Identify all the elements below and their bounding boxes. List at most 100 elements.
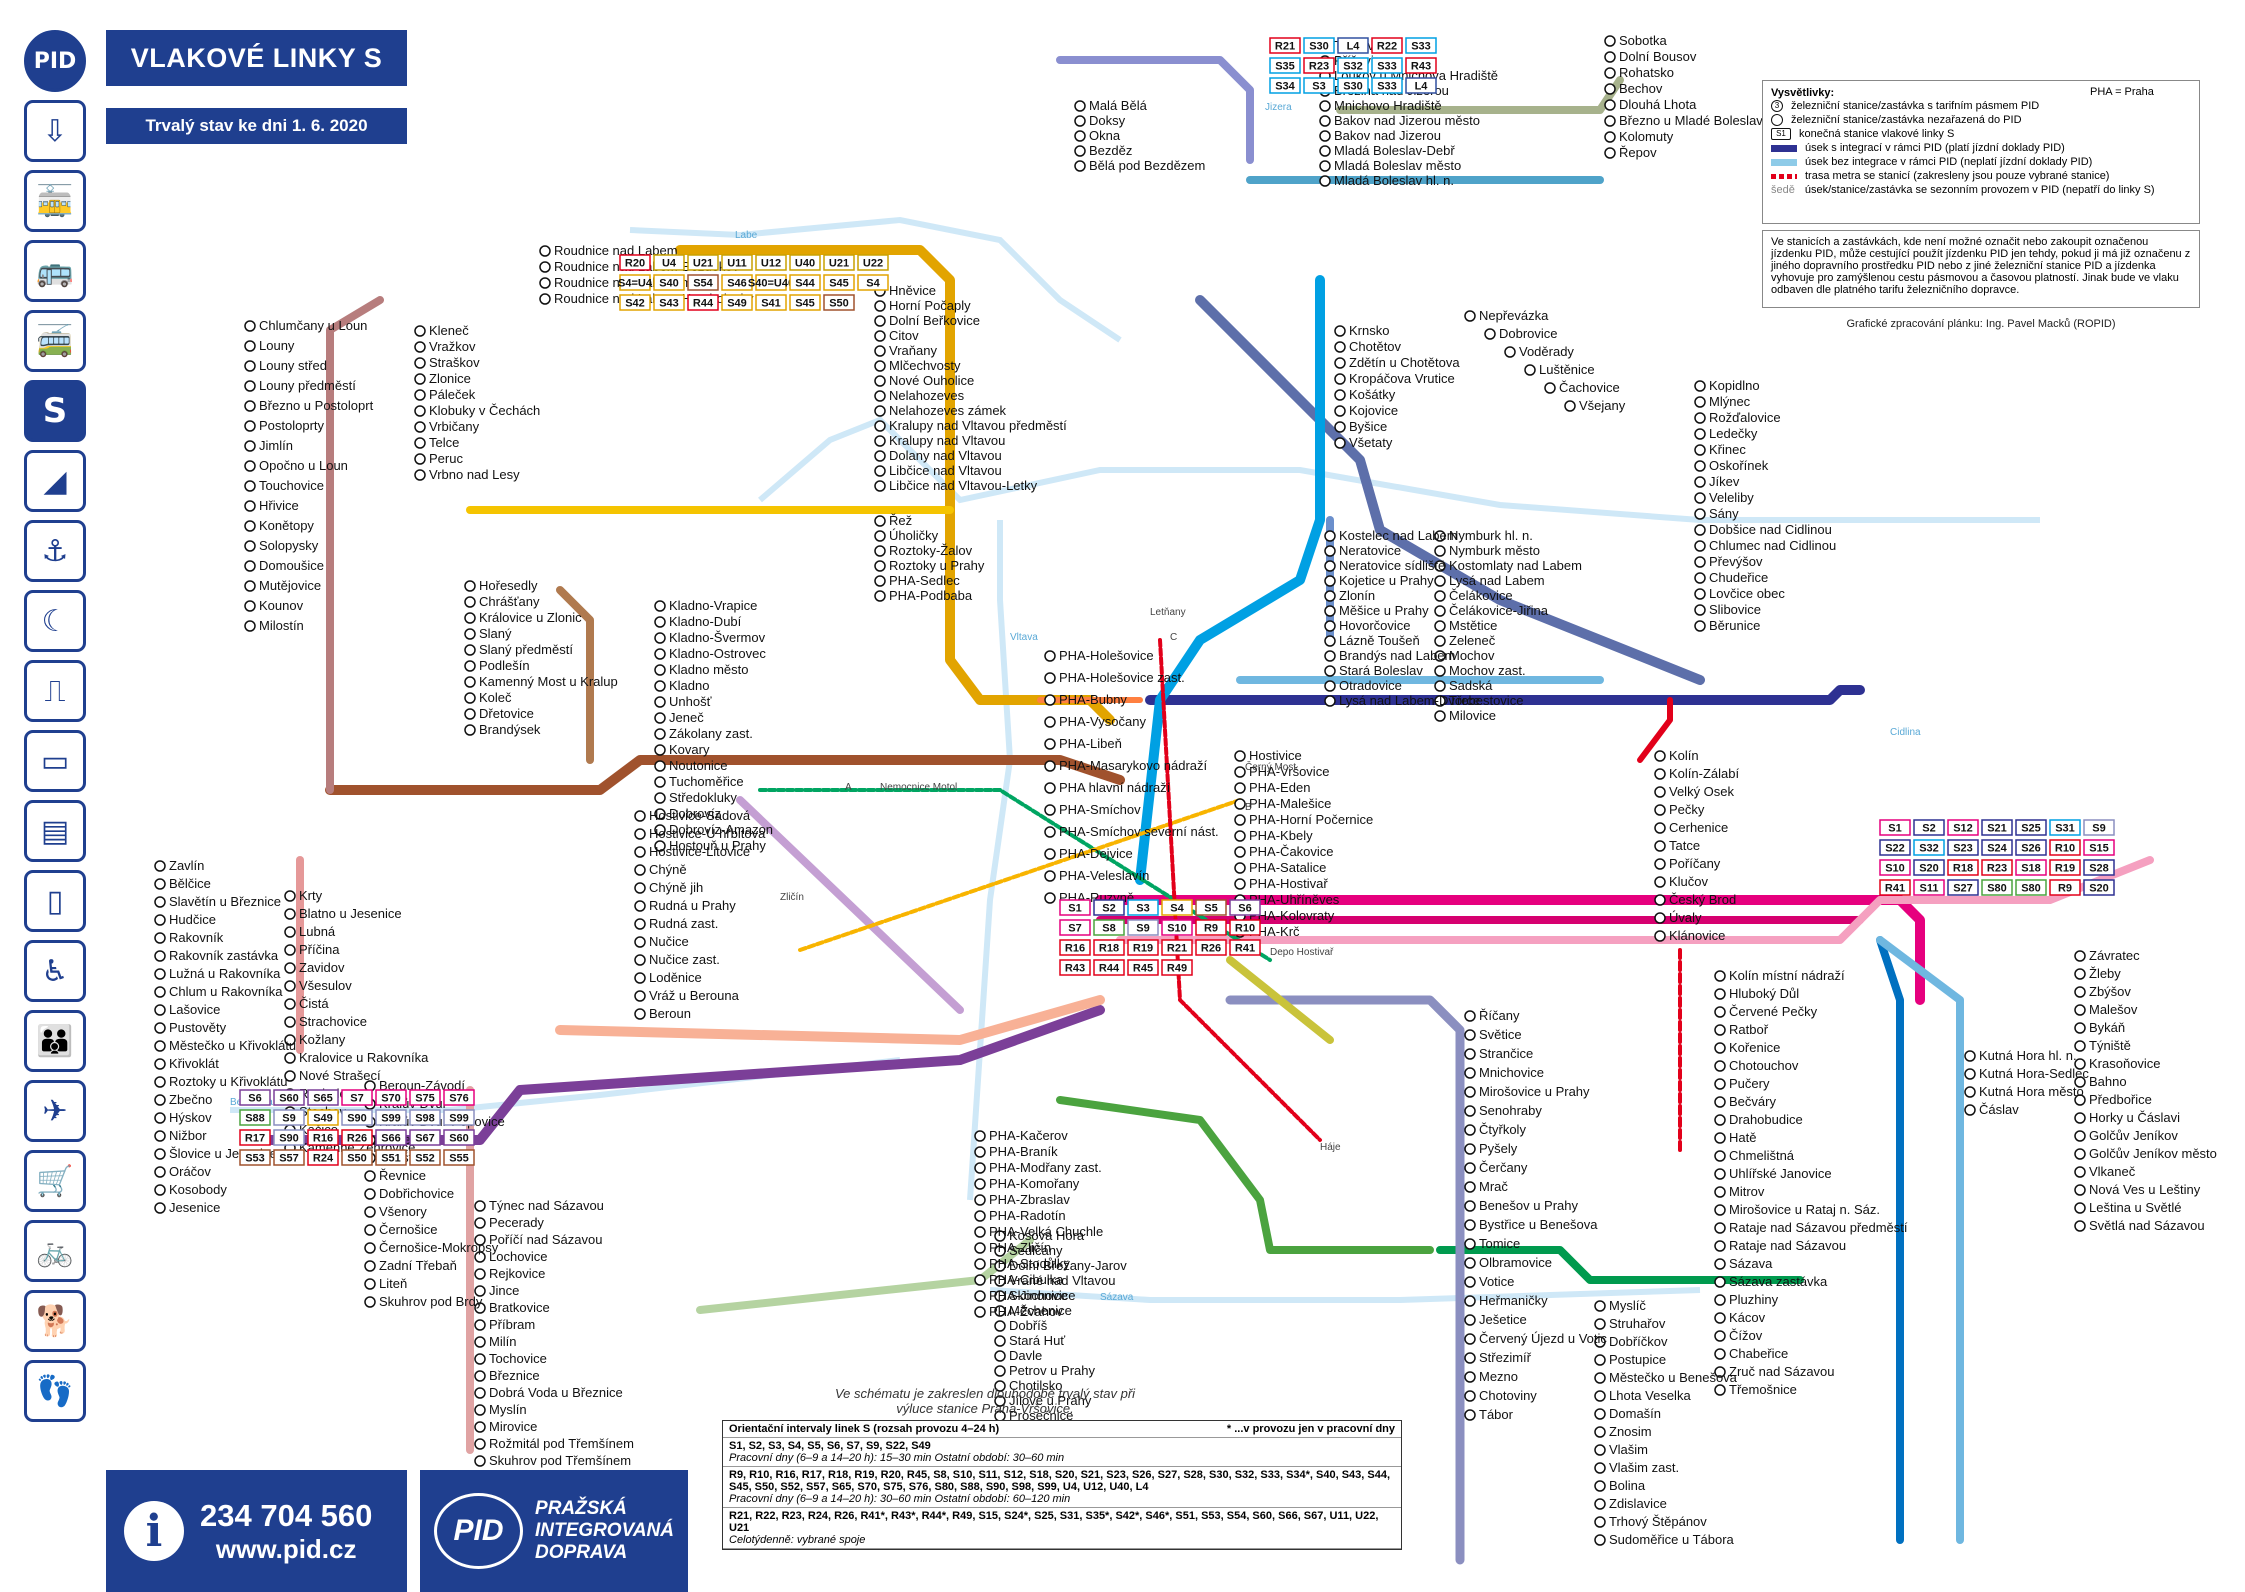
line-badge[interactable]: U40 (789, 254, 821, 271)
station-dot[interactable] (1464, 1010, 1476, 1022)
line-badge[interactable]: S10 (1161, 919, 1193, 936)
station-dot[interactable] (1594, 1498, 1606, 1510)
station-dot[interactable] (874, 420, 886, 432)
station-dot[interactable] (474, 1234, 486, 1246)
station-dot[interactable] (654, 664, 666, 676)
line-badge[interactable]: S5 (1195, 899, 1227, 916)
station-dot[interactable] (1464, 1238, 1476, 1250)
station-dot[interactable] (244, 340, 256, 352)
station-dot[interactable] (874, 515, 886, 527)
station-dot[interactable] (1324, 620, 1336, 632)
station-dot[interactable] (2074, 1058, 2086, 1070)
station-dot[interactable] (1654, 786, 1666, 798)
station-dot[interactable] (244, 460, 256, 472)
station-dot[interactable] (1964, 1086, 1976, 1098)
station-dot[interactable] (1044, 672, 1056, 684)
line-badge[interactable]: S7 (1059, 919, 1091, 936)
station-dot[interactable] (1654, 840, 1666, 852)
line-badge[interactable]: S3 (1127, 899, 1159, 916)
station-dot[interactable] (654, 776, 666, 788)
line-badge[interactable]: S45 (789, 294, 821, 311)
station-dot[interactable] (1694, 508, 1706, 520)
line-badge[interactable]: S4 (1161, 899, 1193, 916)
line-badge[interactable]: S54 (687, 274, 719, 291)
station-dot[interactable] (1714, 970, 1726, 982)
dog-icon[interactable]: 🐕 (24, 1290, 86, 1352)
station-dot[interactable] (244, 500, 256, 512)
station-dot[interactable] (414, 453, 426, 465)
line-r12[interactable] (1637, 697, 1673, 763)
station-dot[interactable] (1464, 310, 1476, 322)
station-dot[interactable] (2074, 1022, 2086, 1034)
station-dot[interactable] (1654, 750, 1666, 762)
station-dot[interactable] (1434, 575, 1446, 587)
line-badge[interactable]: S20 (2083, 879, 2115, 896)
line-badge[interactable]: S6 (239, 1089, 271, 1106)
station-dot[interactable] (1714, 1258, 1726, 1270)
station-dot[interactable] (1324, 560, 1336, 572)
station-dot[interactable] (1594, 1426, 1606, 1438)
station-dot[interactable] (464, 644, 476, 656)
line-s7-southwest[interactable] (555, 995, 1105, 1045)
station-dot[interactable] (654, 760, 666, 772)
station-dot[interactable] (1334, 421, 1346, 433)
station-dot[interactable] (1594, 1480, 1606, 1492)
station-dot[interactable] (1594, 1300, 1606, 1312)
station-dot[interactable] (284, 908, 296, 920)
station-dot[interactable] (2074, 950, 2086, 962)
station-dot[interactable] (994, 1320, 1006, 1332)
station-dot[interactable] (1594, 1516, 1606, 1528)
station-dot[interactable] (654, 840, 666, 852)
line-badge[interactable]: S30 (1337, 77, 1369, 94)
line-badge[interactable]: R18 (1093, 939, 1125, 956)
station-dot[interactable] (974, 1194, 986, 1206)
station-dot[interactable] (1044, 782, 1056, 794)
station-dot[interactable] (994, 1365, 1006, 1377)
station-dot[interactable] (464, 628, 476, 640)
station-dot[interactable] (154, 1058, 166, 1070)
line-badge[interactable]: S7 (341, 1089, 373, 1106)
station-dot[interactable] (874, 375, 886, 387)
line-badge[interactable]: S12 (1947, 819, 1979, 836)
station-dot[interactable] (1714, 1276, 1726, 1288)
line-badge[interactable]: R23 (1303, 57, 1335, 74)
station-dot[interactable] (874, 465, 886, 477)
station-dot[interactable] (2074, 1076, 2086, 1088)
station-dot[interactable] (874, 530, 886, 542)
station-dot[interactable] (1334, 405, 1346, 417)
station-dot[interactable] (154, 1166, 166, 1178)
station-dot[interactable] (874, 330, 886, 342)
line-badge[interactable]: S6 (1229, 899, 1261, 916)
station-dot[interactable] (1464, 1181, 1476, 1193)
station-dot[interactable] (1464, 1276, 1476, 1288)
stroller-icon[interactable]: 🛒 (24, 1150, 86, 1212)
line-badge[interactable]: R43 (1405, 57, 1437, 74)
station-dot[interactable] (1464, 1029, 1476, 1041)
line-badge[interactable]: S45 (823, 274, 855, 291)
station-dot[interactable] (474, 1353, 486, 1365)
station-dot[interactable] (154, 1112, 166, 1124)
line-badge[interactable]: L4 (1337, 37, 1369, 54)
line-badge[interactable]: S40 (653, 274, 685, 291)
station-dot[interactable] (1319, 115, 1331, 127)
line-badge[interactable]: S33 (1405, 37, 1437, 54)
station-dot[interactable] (994, 1230, 1006, 1242)
line-badge[interactable]: R43 (1059, 959, 1091, 976)
line-badge[interactable]: S15 (2083, 839, 2115, 856)
line-badge[interactable]: R23 (1981, 859, 2013, 876)
station-dot[interactable] (1234, 862, 1246, 874)
station-dot[interactable] (1464, 1162, 1476, 1174)
line-badge[interactable]: S28 (2083, 859, 2115, 876)
station-dot[interactable] (1044, 892, 1056, 904)
station-dot[interactable] (1234, 878, 1246, 890)
line-badge[interactable]: S26 (2015, 839, 2047, 856)
line-badge[interactable]: R19 (1127, 939, 1159, 956)
station-dot[interactable] (474, 1319, 486, 1331)
station-dot[interactable] (1434, 545, 1446, 557)
station-dot[interactable] (1714, 1384, 1726, 1396)
station-dot[interactable] (1484, 328, 1496, 340)
station-dot[interactable] (1604, 115, 1616, 127)
line-badge[interactable]: S27 (1947, 879, 1979, 896)
bicycle-icon[interactable]: 🚲 (24, 1220, 86, 1282)
station-dot[interactable] (974, 1290, 986, 1302)
